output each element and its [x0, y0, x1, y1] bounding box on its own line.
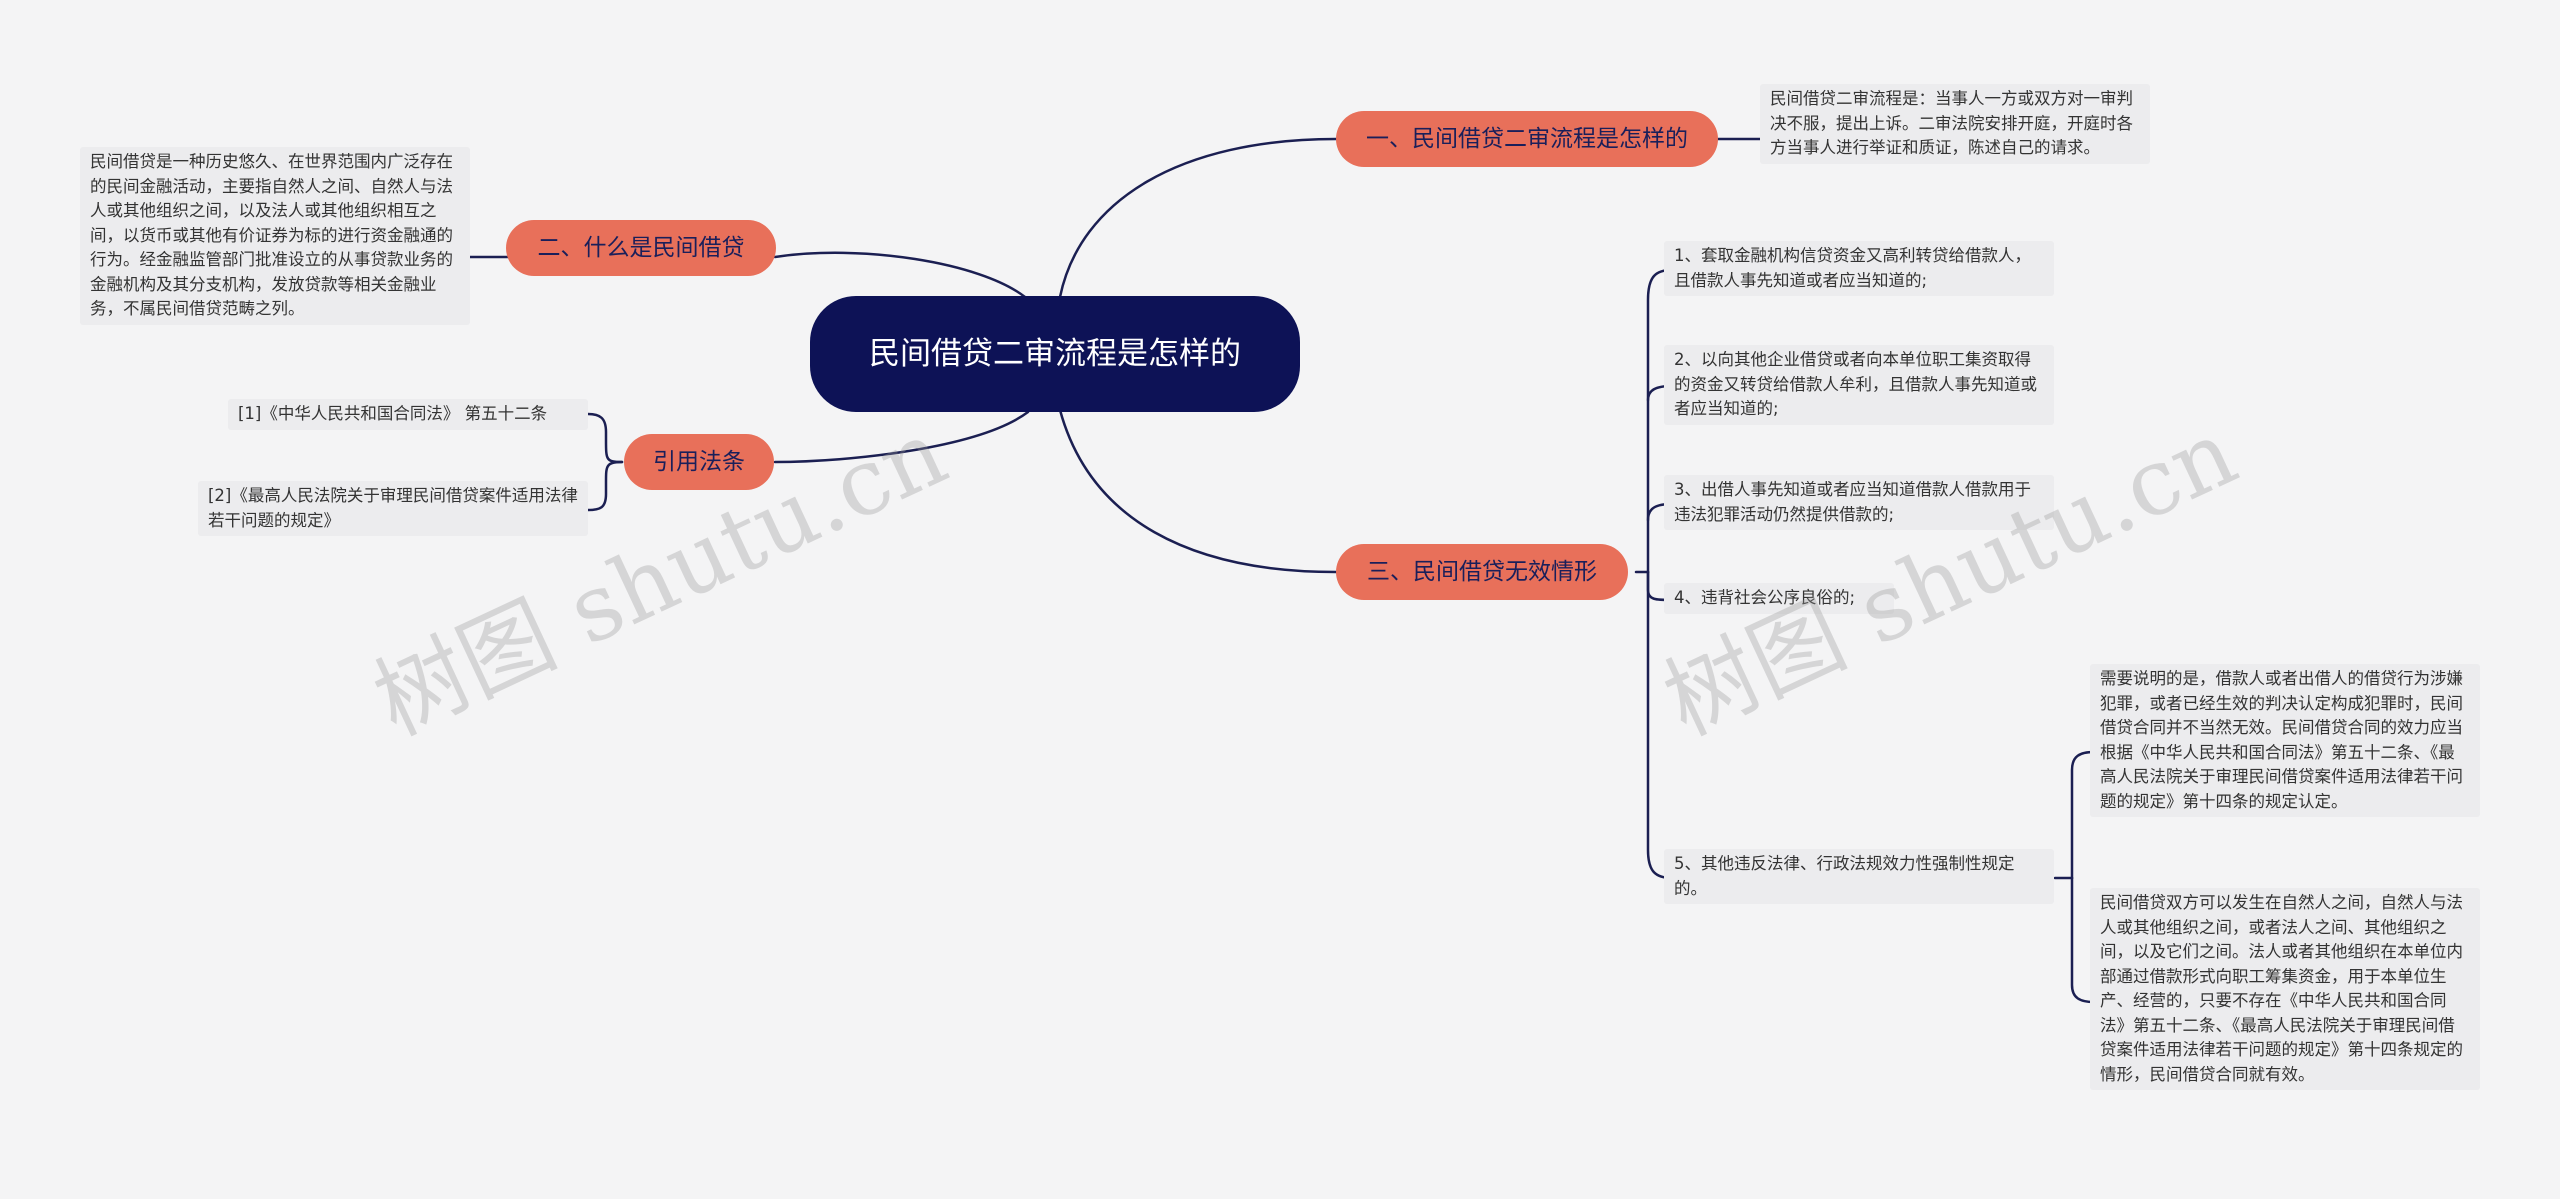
- link-b4-bracket-2: [586, 460, 624, 512]
- b1-text-content: 民间借贷二审流程是：当事人一方或双方对一审判决不服，提出上诉。二审法院安排开庭，…: [1770, 89, 2133, 157]
- b1-text[interactable]: 民间借贷二审流程是：当事人一方或双方对一审判决不服，提出上诉。二审法院安排开庭，…: [1760, 84, 2150, 164]
- b3-sub-1-content: 需要说明的是，借款人或者出借人的借贷行为涉嫌犯罪，或者已经生效的判决认定构成犯罪…: [2100, 669, 2463, 811]
- branch-b4[interactable]: 引用法条: [624, 434, 774, 490]
- b3-item-4-content: 4、违背社会公序良俗的;: [1674, 588, 1856, 607]
- branch-b1-label: 一、民间借贷二审流程是怎样的: [1366, 126, 1688, 152]
- b3-sub-2[interactable]: 民间借贷双方可以发生在自然人之间，自然人与法人或其他组织之间，或者法人之间、其他…: [2090, 888, 2480, 1090]
- link-root-b3: [1058, 408, 1338, 574]
- branch-b2-label: 二、什么是民间借贷: [537, 235, 745, 261]
- root-title: 民间借贷二审流程是怎样的: [869, 336, 1241, 372]
- link-root-b1: [1058, 137, 1338, 299]
- branch-b4-label: 引用法条: [653, 449, 745, 475]
- b4-item-1-content: [1]《中华人民共和国合同法》 第五十二条: [238, 404, 548, 423]
- branch-b3[interactable]: 三、民间借贷无效情形: [1336, 544, 1628, 600]
- branch-b2[interactable]: 二、什么是民间借贷: [506, 220, 776, 276]
- branch-b3-label: 三、民间借贷无效情形: [1367, 559, 1597, 585]
- link-b3-sub1: [2070, 750, 2096, 880]
- b3-item-5[interactable]: 5、其他违反法律、行政法规效力性强制性规定的。: [1664, 849, 2054, 904]
- link-root-b4: [773, 410, 1030, 464]
- link-root-b2: [773, 251, 1027, 299]
- link-b3-item5: [1646, 570, 1674, 880]
- b3-item-5-content: 5、其他违反法律、行政法规效力性强制性规定的。: [1674, 854, 2015, 898]
- b3-item-1[interactable]: 1、套取金融机构信贷资金又高利转贷给借款人，且借款人事先知道或者应当知道的;: [1664, 241, 2054, 296]
- b3-sub-1[interactable]: 需要说明的是，借款人或者出借人的借贷行为涉嫌犯罪，或者已经生效的判决认定构成犯罪…: [2090, 664, 2480, 817]
- branch-b1[interactable]: 一、民间借贷二审流程是怎样的: [1336, 111, 1718, 167]
- b3-item-3[interactable]: 3、出借人事先知道或者应当知道借款人借款用于违法犯罪活动仍然提供借款的;: [1664, 475, 2054, 530]
- b3-item-4[interactable]: 4、违背社会公序良俗的;: [1664, 583, 1894, 614]
- b3-item-2-content: 2、以向其他企业借贷或者向本单位职工集资取得的资金又转贷给借款人牟利，且借款人事…: [1674, 350, 2037, 418]
- b4-item-1[interactable]: [1]《中华人民共和国合同法》 第五十二条: [228, 399, 588, 430]
- root-topic[interactable]: 民间借贷二审流程是怎样的: [810, 296, 1300, 412]
- b4-item-2-content: [2]《最高人民法院关于审理民间借贷案件适用法律若干问题的规定》: [208, 486, 578, 530]
- b3-item-2[interactable]: 2、以向其他企业借贷或者向本单位职工集资取得的资金又转贷给借款人牟利，且借款人事…: [1664, 345, 2054, 425]
- b4-item-2[interactable]: [2]《最高人民法院关于审理民间借贷案件适用法律若干问题的规定》: [198, 481, 588, 536]
- b3-item-3-content: 3、出借人事先知道或者应当知道借款人借款用于违法犯罪活动仍然提供借款的;: [1674, 480, 2031, 524]
- b2-text[interactable]: 民间借贷是一种历史悠久、在世界范围内广泛存在的民间金融活动，主要指自然人之间、自…: [80, 147, 470, 325]
- link-b4-bracket: [586, 412, 624, 464]
- b3-item-1-content: 1、套取金融机构信贷资金又高利转贷给借款人，且借款人事先知道或者应当知道的;: [1674, 246, 2031, 290]
- b3-sub-2-content: 民间借贷双方可以发生在自然人之间，自然人与法人或其他组织之间，或者法人之间、其他…: [2100, 893, 2463, 1084]
- b2-text-content: 民间借贷是一种历史悠久、在世界范围内广泛存在的民间金融活动，主要指自然人之间、自…: [90, 152, 453, 318]
- link-b3-sub2: [2070, 876, 2096, 1004]
